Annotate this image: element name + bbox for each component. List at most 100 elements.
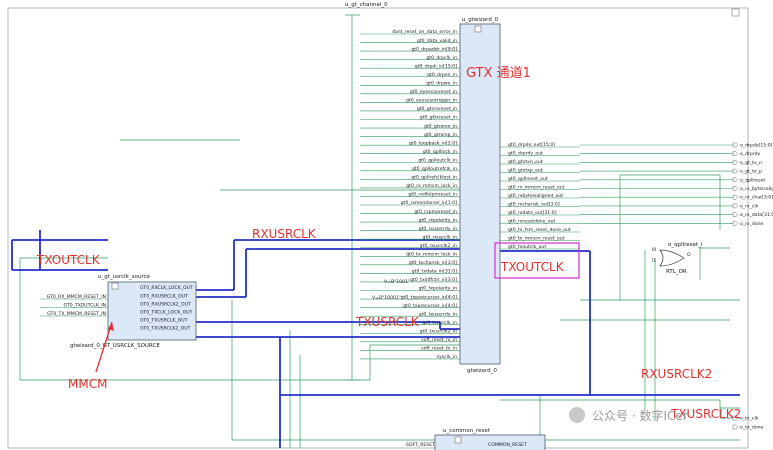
wizard-left-pin: gt0_txusrclk_in [423, 320, 458, 326]
common-reset-expand-icon[interactable] [454, 436, 462, 444]
output-port-label: o_tx_done [740, 425, 764, 431]
output-port-label: o_gt_tx_n [740, 160, 762, 166]
usrclk-left-pin: GT0_RX_MMCM_RESET_IN [47, 294, 106, 300]
output-ports: o_drpdo[15:0] o_drprdy o_gt_tx_n o_gt_tx_po… [580, 143, 773, 227]
wizard-left-pin: gt0_qplloutrefclk_in [412, 166, 457, 172]
wizard-right-pin: gt0_rxdata_out[31:0] [508, 210, 557, 216]
common-reset-out-pin: COMMON_RESET [488, 442, 527, 448]
txusrclk2-annotation: TXUSRCLK2 [670, 407, 741, 421]
output-port-label: o_rx_done [740, 221, 764, 227]
output-port-icon [732, 195, 739, 200]
wizard-right-pin: gt0_gtxtxn_out [508, 159, 543, 165]
mmcm-annotation: MMCM [68, 377, 107, 391]
wizard-left-pin: gt0_eyescanreset_in [410, 89, 457, 95]
wizard-left-pin: gt0_data_valid_in [417, 38, 457, 44]
gtwizard-right-pins: gt0_drpdo_out[15:0] gt0_drprdy_out gt0_gtx… [500, 142, 580, 250]
gtwizard-title: u_gtwizard_0 [462, 17, 499, 23]
wizard-left-pin: gt0_rxpmareset_in [414, 209, 457, 215]
output-port-label: o_drprdy [740, 151, 761, 157]
wechat-logo-icon [569, 407, 585, 423]
wizard-left-pin: gt0_qplloutclk_in [418, 157, 457, 163]
usrclk-left-pins: GT0_RX_MMCM_RESET_IN GT0_TXOUTCLK_IN GT0_T… [40, 294, 108, 317]
or-gate-i1: I1 [652, 258, 656, 264]
or-gate-symbol[interactable] [659, 249, 685, 267]
wizard-left-pin: gt0_tx_mmcm_lock_in [406, 252, 457, 258]
wizard-right-pin: gt0_rxbyteisaligned_out [508, 193, 563, 199]
watermark-text: 公众号 · 数字ICer [592, 408, 688, 423]
wizard-left-pin: gt0_txprecursor_in[4:0] [403, 303, 457, 309]
wizard-right-pin: gt0_gtxtxp_out [508, 168, 543, 174]
wizard-left-pin: gt0_qpllrefclklost_in [411, 175, 457, 181]
gtwizard-left-pins: dont_reset_on_data_error_in gt0_data_vali… [360, 29, 460, 360]
wizard-left-pin: gt0_drpwe_in [426, 81, 457, 87]
wizard-right-pin: gt0_rxresetdone_out [508, 219, 556, 225]
output-port-icon [732, 151, 739, 156]
common-reset-in-pin: SOFT_RESET [406, 442, 435, 448]
output-port-icon [732, 186, 739, 191]
txusrclk-annotation: TXUSRCLK [355, 315, 420, 329]
usrclk-expand-icon[interactable] [111, 282, 119, 290]
txoutclk-annotation-1: TXOUTCLK [36, 253, 101, 267]
wizard-left-pin: gt0_gtrxrxp_in [424, 132, 457, 138]
wizard-left-pin: gt0_rxusrclk_in [423, 234, 458, 240]
wizard-left-pin: gt0_rxusrclk2_in [420, 243, 457, 249]
usrclk-left-pin: GT0_TXOUTCLK_IN [64, 303, 106, 309]
wizard-left-pin: gt0_txpolarity_in [419, 286, 458, 292]
wizard-left-pin: soft_reset_rx_in [421, 337, 457, 343]
wizard-left-pin: gt0_loopback_in[2:0] [409, 140, 457, 146]
wizard-left-pin: gt0_rxuserrdy_in [419, 226, 457, 232]
output-port-label: o_drpdo[15:0] [740, 143, 773, 149]
output-port-icon [732, 177, 739, 182]
wizard-left-pin: gt0_txusrclk2_in [420, 328, 458, 334]
output-port-label: o_rx_char[3:0] [740, 195, 773, 201]
wizard-left-pin: gt0_rx_mmcm_lock_in [406, 183, 457, 189]
wizard-left-pin: gt0_rxmonitorsel_in[1:0] [401, 200, 458, 206]
wizard-left-pin: gt0_gttxreset_in [420, 115, 457, 121]
wizard-left-pin: gt0_txdiffctrl_in[3:0] [410, 277, 457, 283]
or-gate-type: RTL_OR [666, 269, 687, 275]
wizard-left-pin: gt0_drpaddr_in[8:0] [411, 46, 457, 52]
expand-plus-icon[interactable] [474, 25, 482, 33]
txoutclk-annotation-2: TXOUTCLK [500, 260, 565, 274]
wizard-right-pin: gt0_rx_mmcm_reset_out [508, 185, 565, 191]
wizard-right-pin: gt0_tx_fsm_reset_done_out [508, 227, 571, 233]
usrclk-right-pin: GT0_RXUSRCLK2_OUT [140, 301, 191, 307]
output-port-icon [732, 142, 739, 148]
output-port-icon [732, 203, 739, 209]
wizard-left-pin: gt0_txdata_in[31:0] [412, 269, 457, 275]
common-reset-block[interactable] [434, 434, 546, 450]
wizard-right-pin: gt0_qpllreset_out [508, 176, 548, 182]
wizard-left-pin: gt0_eyescantrigger_in [406, 98, 457, 104]
wizard-left-pin: soft_reset_tx_in [421, 346, 457, 352]
const-value-1: V=B"1001" [384, 279, 410, 285]
rxusrclk2-annotation: RXUSRCLK2 [641, 367, 712, 381]
wizard-left-pin: gt0_gtrxrxn_in [424, 123, 457, 129]
usrclk-title: u_gt_usrclk_source [98, 274, 150, 280]
mmcm-arrow [95, 321, 113, 373]
frame-corner-icon [731, 8, 740, 17]
usrclk-right-pin: GT0_RXCLK_LOCK_OUT [140, 285, 193, 291]
or-gate-i0: I0 [652, 247, 656, 253]
usrclk-right-pin: GT0_TXUSRCLK2_OUT [140, 326, 191, 332]
wizard-left-pin: dont_reset_on_data_error_in [392, 29, 457, 35]
txoutclk-highlight-box [494, 242, 580, 279]
usrclk-source-block[interactable] [107, 281, 197, 341]
usrclk-left-pin: GT0_TX_MMCM_RESET_IN [47, 311, 106, 317]
output-port-label: o_rx_data[31:0] [740, 212, 773, 218]
wizard-right-pin: gt0_drpdo_out[15:0] [508, 142, 555, 148]
gtwizard-block[interactable] [459, 23, 501, 365]
clock-nets [11, 230, 740, 448]
output-port-icon [732, 168, 739, 174]
channel-frame [7, 7, 749, 449]
gtwizard-bottom-label: gtwizard_0 [467, 368, 497, 374]
wizard-left-pin: gt0_rxpolarity_in [419, 217, 457, 223]
usrclk-right-pin: GT0_TXCLK_LOCK_OUT [140, 310, 193, 316]
common-reset-title: u_common_reset [443, 428, 491, 434]
wizard-right-pin: gt0_drprdy_out [508, 151, 543, 157]
wizard-left-pin: gt0_gtnrxreset_in [417, 106, 457, 112]
output-port-label: o_rx_byteisalign [740, 186, 773, 192]
output-port-label: o_gt_tx_p [740, 169, 762, 175]
usrclk-right-pins: GT0_RXCLK_LOCK_OUTGT0_RXUSRCLK_OUTGT0_RX… [140, 285, 193, 332]
